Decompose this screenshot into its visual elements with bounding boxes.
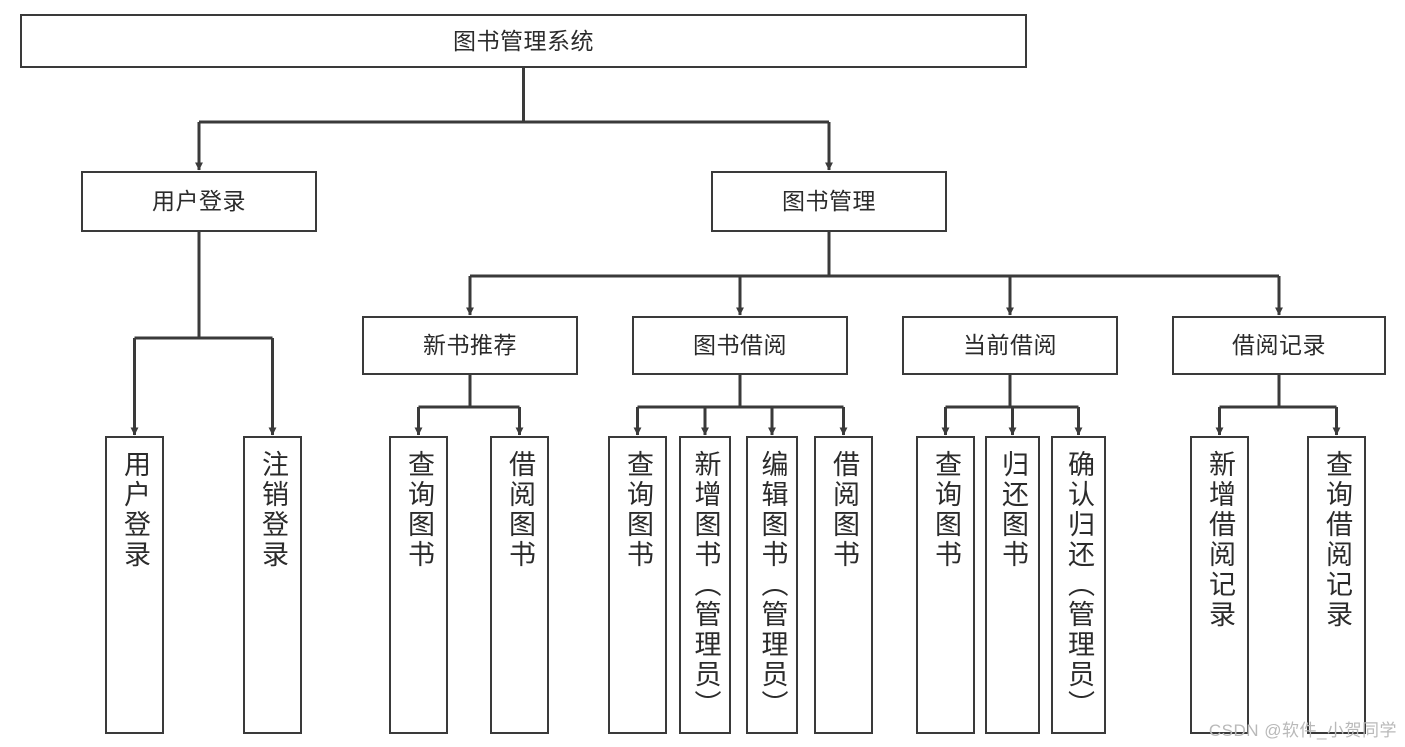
node-bookmgmt[interactable]: 图书管理 xyxy=(711,171,947,232)
node-label: 用户登录 xyxy=(120,450,150,570)
node-current[interactable]: 当前借阅 xyxy=(902,316,1118,375)
node-leaf1[interactable]: 用户登录 xyxy=(105,436,164,734)
node-leaf13[interactable]: 查询借阅记录 xyxy=(1307,436,1366,734)
node-login[interactable]: 用户登录 xyxy=(81,171,317,232)
node-label: 编辑图书（管理员） xyxy=(757,450,788,720)
node-leaf3[interactable]: 查询图书 xyxy=(389,436,448,734)
node-leaf5[interactable]: 查询图书 xyxy=(608,436,667,734)
edges xyxy=(130,68,1341,436)
node-leaf4[interactable]: 借阅图书 xyxy=(490,436,549,734)
node-leaf11[interactable]: 确认归还（管理员） xyxy=(1051,436,1106,734)
node-leaf2[interactable]: 注销登录 xyxy=(243,436,302,734)
node-leaf6[interactable]: 新增图书（管理员） xyxy=(679,436,731,734)
node-leaf8[interactable]: 借阅图书 xyxy=(814,436,873,734)
node-label: 确认归还（管理员） xyxy=(1064,450,1094,720)
node-label: 图书借阅 xyxy=(693,332,787,359)
node-records[interactable]: 借阅记录 xyxy=(1172,316,1386,375)
node-label: 查询图书 xyxy=(931,450,961,570)
node-label: 借阅记录 xyxy=(1232,332,1326,359)
watermark: CSDN @软件_小贺同学 xyxy=(1208,721,1397,740)
node-newbooks[interactable]: 新书推荐 xyxy=(362,316,578,375)
node-label: 图书管理系统 xyxy=(453,27,594,54)
node-label: 用户登录 xyxy=(152,188,246,215)
node-leaf7[interactable]: 编辑图书（管理员） xyxy=(746,436,798,734)
node-label: 当前借阅 xyxy=(963,332,1057,359)
node-leaf12[interactable]: 新增借阅记录 xyxy=(1190,436,1249,734)
node-leaf9[interactable]: 查询图书 xyxy=(916,436,975,734)
node-leaf10[interactable]: 归还图书 xyxy=(985,436,1040,734)
node-label: 图书管理 xyxy=(782,188,876,215)
node-label: 查询图书 xyxy=(404,450,434,570)
node-label: 新增图书（管理员） xyxy=(690,450,721,720)
node-label: 借阅图书 xyxy=(505,450,535,570)
node-label: 查询图书 xyxy=(623,450,653,570)
node-root[interactable]: 图书管理系统 xyxy=(20,14,1027,68)
node-borrow[interactable]: 图书借阅 xyxy=(632,316,848,375)
node-label: 新增借阅记录 xyxy=(1205,450,1235,630)
node-label: 归还图书 xyxy=(998,450,1028,570)
node-label: 查询借阅记录 xyxy=(1322,450,1352,630)
node-label: 借阅图书 xyxy=(829,450,859,570)
node-label: 注销登录 xyxy=(258,450,288,570)
node-label: 新书推荐 xyxy=(423,332,517,359)
